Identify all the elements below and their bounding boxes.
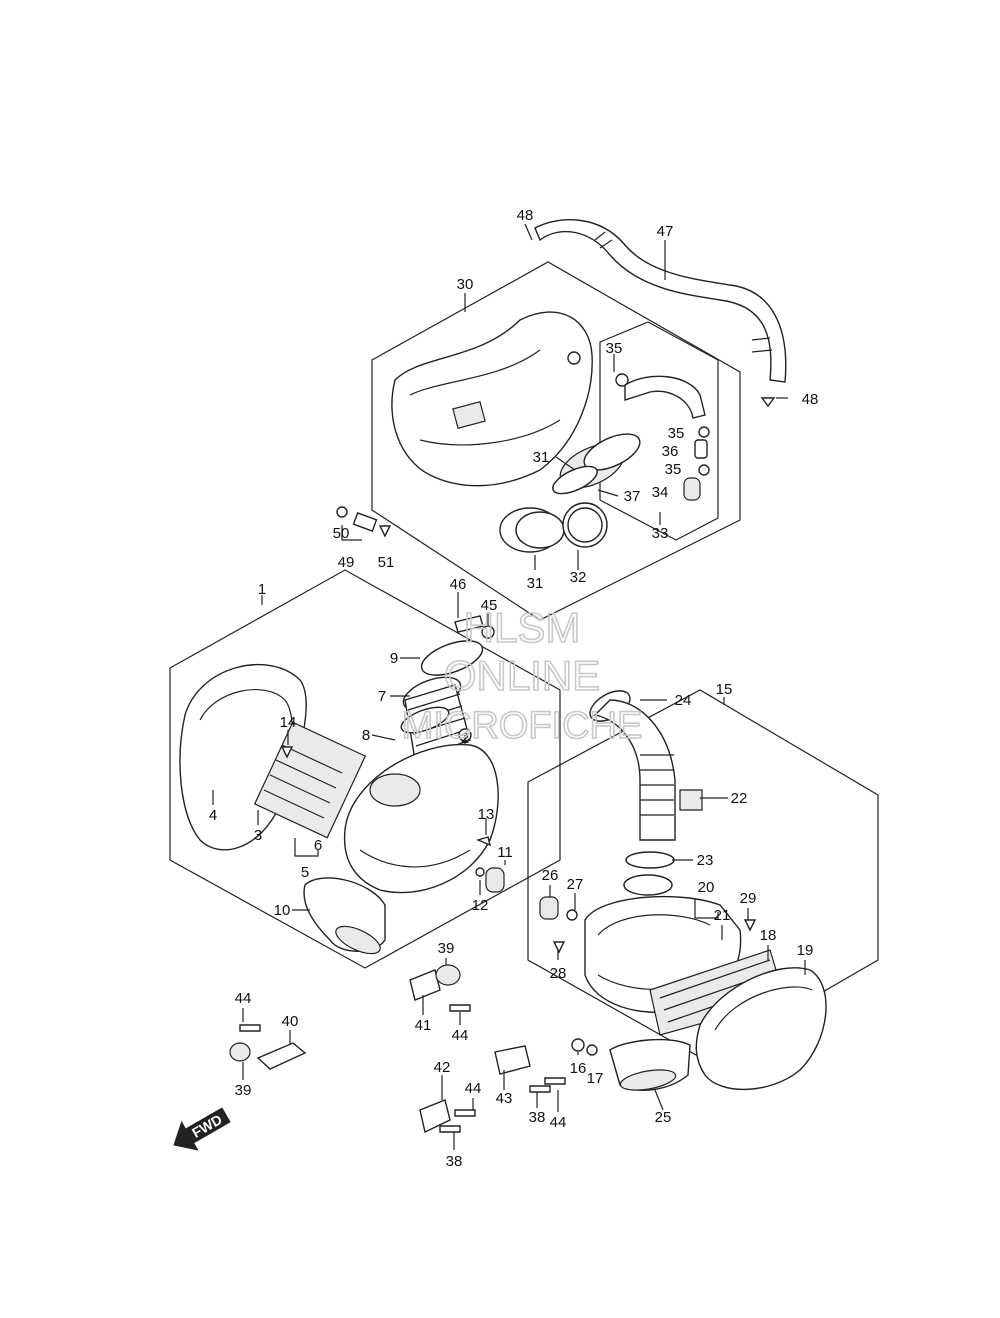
part-label-44-bottom: 44 (465, 1080, 482, 1097)
part-label-23: 23 (697, 852, 714, 869)
part-label-41: 41 (415, 1017, 432, 1034)
part-label-50: 50 (333, 525, 350, 542)
part-label-12: 12 (472, 897, 489, 914)
part-label-33: 33 (652, 525, 669, 542)
part-label-11: 11 (497, 844, 513, 861)
part-label-38-right: 38 (529, 1109, 546, 1126)
duct-10 (303, 877, 386, 955)
part-label-49: 49 (338, 554, 355, 571)
part-label-48-right: 48 (802, 391, 819, 408)
part-label-45: 45 (481, 597, 498, 614)
part-label-51: 51 (378, 554, 395, 571)
part-label-39-right: 39 (438, 940, 455, 957)
hose-35-group (615, 373, 776, 501)
part-label-3: 3 (254, 827, 262, 844)
part-label-26: 26 (542, 867, 559, 884)
part-label-35-b: 35 (665, 461, 682, 478)
air-intake-hose-22 (589, 690, 703, 869)
part-label-22: 22 (731, 790, 748, 807)
part-label-15: 15 (716, 681, 733, 698)
part-label-39-left: 39 (235, 1082, 252, 1099)
upper-air-cleaner-cover (391, 311, 593, 487)
air-cleaner-case-left (343, 728, 499, 894)
part-label-18: 18 (760, 927, 777, 944)
watermark: HLSM ONLINE MICROFICHE (401, 603, 643, 748)
part-label-17: 17 (587, 1070, 604, 1087)
part-label-43: 43 (496, 1090, 513, 1107)
fwd-direction-arrow: FWD (173, 1107, 231, 1151)
part-label-46: 46 (450, 576, 467, 593)
part-number-labels: 48 47 30 48 35 35 36 35 34 33 31 37 31 3… (209, 207, 819, 1170)
part-label-44-left: 44 (235, 990, 252, 1007)
duct-25 (609, 1038, 691, 1091)
part-label-1: 1 (258, 581, 266, 598)
part-label-2: 2 (461, 730, 469, 747)
air-cleaner-case-right (584, 874, 786, 1036)
part-label-13: 13 (478, 806, 495, 823)
intake-boot-upper (499, 433, 641, 553)
part-label-37: 37 (624, 488, 641, 505)
hose-47 (534, 219, 787, 383)
part-label-8: 8 (362, 727, 370, 744)
group-boxes (169, 261, 879, 1061)
part-label-19: 19 (797, 942, 814, 959)
part-label-24: 24 (675, 692, 692, 709)
watermark-line-3: MICROFICHE (402, 705, 643, 747)
part-label-40: 40 (282, 1013, 299, 1030)
part-label-35-a: 35 (668, 425, 685, 442)
part-label-31-top: 31 (533, 449, 550, 466)
small-parts-left (280, 615, 505, 893)
leader-lines (212, 223, 806, 1150)
part-label-9: 9 (390, 650, 398, 667)
part-label-21: 21 (714, 907, 731, 924)
part-label-36: 36 (662, 443, 679, 460)
part-label-16: 16 (570, 1060, 587, 1077)
part-label-42: 42 (434, 1059, 451, 1076)
part-label-5: 5 (301, 864, 309, 881)
part-label-4: 4 (209, 807, 217, 824)
part-label-14: 14 (280, 714, 297, 731)
part-label-7: 7 (378, 688, 386, 705)
watermark-line-1: HLSM (464, 604, 581, 651)
small-parts-right (539, 896, 757, 1056)
intake-tube-left (400, 640, 484, 761)
watermark-line-2: ONLINE (444, 652, 600, 699)
part-label-29: 29 (740, 890, 757, 907)
part-label-6: 6 (314, 837, 322, 854)
part-label-44-far: 44 (550, 1114, 567, 1131)
left-air-cleaner-cover (179, 664, 367, 851)
part-label-48-top: 48 (517, 207, 534, 224)
part-label-38-bottom: 38 (446, 1153, 463, 1170)
fasteners-49-50-51 (336, 506, 392, 538)
part-label-47: 47 (657, 223, 674, 240)
part-label-44-right: 44 (452, 1027, 469, 1044)
part-label-34: 34 (652, 484, 669, 501)
part-label-31-bottom: 31 (527, 575, 544, 592)
right-air-cleaner-cover (695, 967, 827, 1091)
part-label-28: 28 (550, 965, 567, 982)
part-label-20: 20 (698, 879, 715, 896)
brackets-bottom (229, 964, 566, 1134)
part-label-27: 27 (567, 876, 584, 893)
part-label-32: 32 (570, 569, 587, 586)
part-label-35-top: 35 (606, 340, 623, 357)
part-label-10: 10 (274, 902, 291, 919)
part-label-30: 30 (457, 276, 474, 293)
part-label-25: 25 (655, 1109, 672, 1126)
